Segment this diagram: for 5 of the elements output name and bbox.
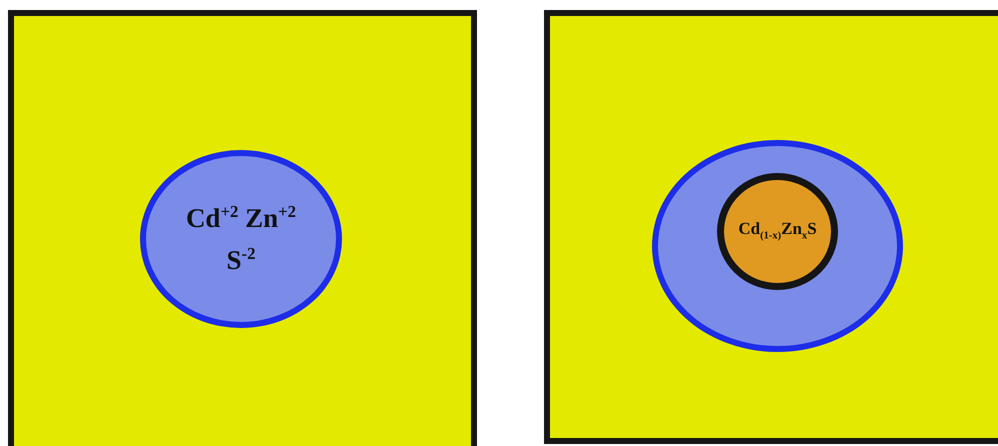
panel-background: [8, 10, 477, 446]
formula-text: S$^{-2}$: [226, 244, 256, 276]
formula-text: Cd$^{+2}$ Zn$^{+2}$: [186, 202, 296, 234]
formula-text: Cd$_{(1-x)}$Zn$_{x}$S: [738, 219, 817, 244]
panel-background: [544, 10, 998, 444]
